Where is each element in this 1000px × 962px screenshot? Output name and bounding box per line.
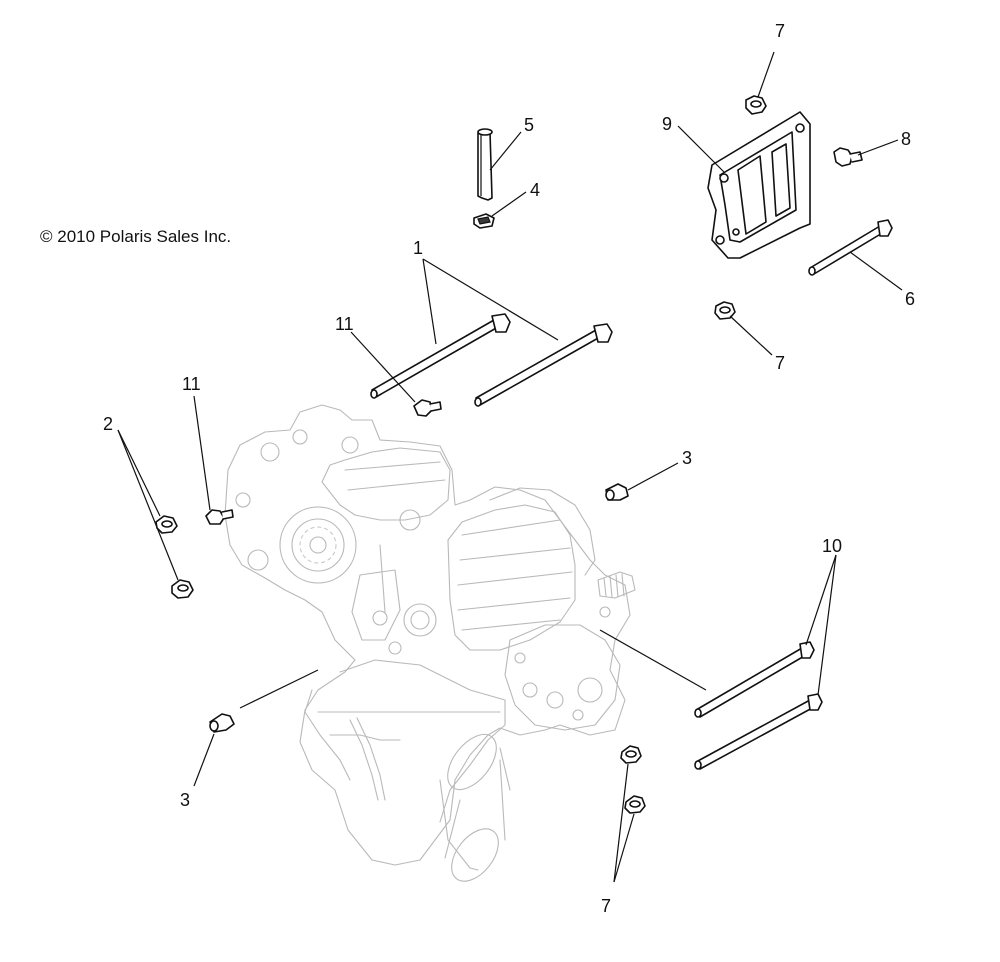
- callout-2: 2: [103, 414, 113, 434]
- nut-part-7-bottom-upper: [620, 745, 642, 764]
- callout-11-left: 11: [182, 374, 201, 394]
- callout-7-top: 7: [775, 21, 785, 41]
- callout-8: 8: [901, 129, 911, 149]
- bolt-part-10-lower: [694, 693, 823, 770]
- callout-10: 10: [822, 536, 842, 556]
- callout-3-left: 3: [180, 790, 190, 810]
- bolt-part-6: [808, 219, 893, 276]
- callout-9: 9: [662, 114, 672, 134]
- callout-7-bottom: 7: [601, 896, 611, 916]
- copyright-text: © 2010 Polaris Sales Inc.: [40, 227, 231, 246]
- mount-bracket-part-9: [707, 111, 811, 259]
- bolt-part-10-upper: [694, 641, 815, 718]
- dowel-part-3-right: [605, 483, 629, 501]
- bolt-part-11-left: [205, 509, 234, 525]
- callout-4: 4: [530, 180, 540, 200]
- callout-1: 1: [413, 238, 423, 258]
- nut-part-7-top: [745, 95, 767, 115]
- pin-part-5: [477, 128, 493, 201]
- clip-part-4: [473, 213, 495, 229]
- bolt-part-1-left: [370, 313, 511, 399]
- callout-3-right: 3: [682, 448, 692, 468]
- engine-block-ghost: [224, 404, 636, 882]
- callout-5: 5: [524, 115, 534, 135]
- leader-lines: [117, 51, 903, 883]
- bolt-part-1-right: [474, 323, 613, 407]
- nut-part-2-upper: [155, 515, 178, 534]
- callout-11-upper: 11: [335, 314, 354, 334]
- callout-labels: 7 5 9 8 4 1 6 11 7 11 3 2 10 3 7: [103, 21, 915, 916]
- bolt-part-11-upper: [413, 399, 442, 417]
- callout-6: 6: [905, 289, 915, 309]
- nut-part-7-middle: [714, 301, 736, 320]
- nut-part-2-lower: [171, 579, 194, 599]
- nut-part-7-bottom-lower: [624, 795, 646, 814]
- callout-7-middle: 7: [775, 353, 785, 373]
- dowel-part-3-left: [209, 713, 235, 733]
- bolt-part-8: [833, 147, 863, 167]
